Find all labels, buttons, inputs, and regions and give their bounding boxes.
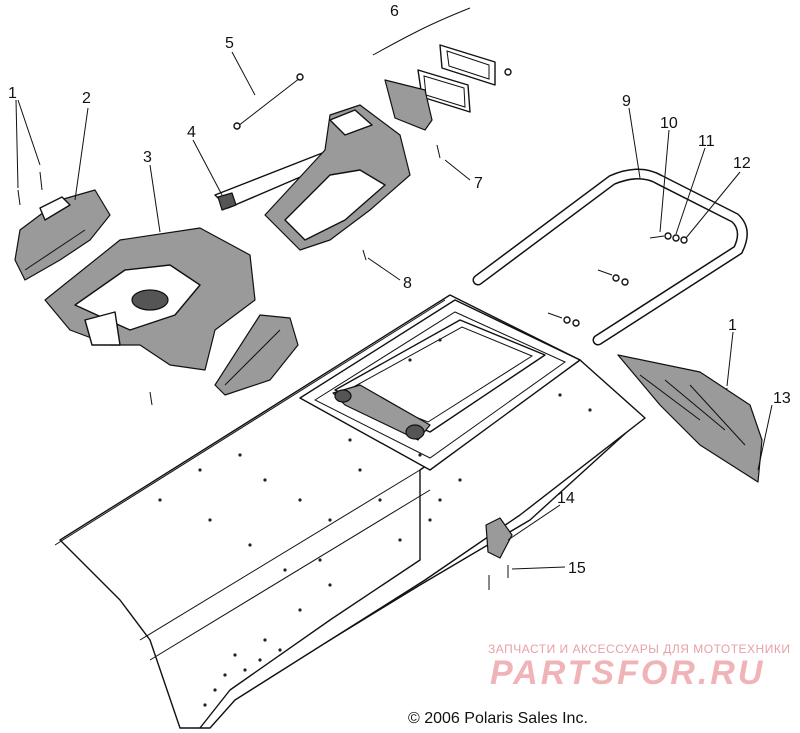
part-5-strut <box>233 73 304 130</box>
center-storage-body <box>264 104 411 251</box>
part-6-taillight-lens <box>384 44 512 131</box>
callout-9: 9 <box>622 93 631 110</box>
watermark-brand: PARTSFOR.RU <box>490 654 765 692</box>
part-3-rear-tub <box>44 227 256 371</box>
callout-1: 1 <box>8 85 17 102</box>
callout-6: 6 <box>390 3 399 20</box>
part-9-grab-bar <box>472 168 748 346</box>
callout-11: 11 <box>698 133 715 150</box>
callout-3: 3 <box>143 149 152 166</box>
part-14-bracket <box>485 517 513 559</box>
watermark-tagline: ЗАПЧАСТИ И АКСЕССУАРЫ ДЛЯ МОТОТЕХНИКИ <box>488 642 790 656</box>
callout-10: 10 <box>660 115 678 132</box>
callout-4: 4 <box>187 124 196 141</box>
callout-14: 14 <box>557 490 575 507</box>
tunnel-assembly <box>54 294 646 729</box>
callout-labels: 1 2 3 4 5 6 7 8 9 10 11 12 1 13 14 15 <box>8 3 791 577</box>
leader-lines <box>15 7 773 570</box>
rear-side-panel <box>214 314 299 396</box>
callout-5: 5 <box>225 35 234 52</box>
callout-13: 13 <box>773 390 791 407</box>
callout-12: 12 <box>733 155 751 172</box>
callout-1-flap: 1 <box>728 317 737 334</box>
callout-15: 15 <box>568 560 586 577</box>
watermark: ЗАПЧАСТИ И АКСЕССУАРЫ ДЛЯ МОТОТЕХНИКИ PA… <box>488 642 790 692</box>
part-2-side-panel <box>14 189 111 281</box>
callout-7: 7 <box>474 175 483 192</box>
callout-2: 2 <box>82 90 91 107</box>
copyright-notice: © 2006 Polaris Sales Inc. <box>408 710 588 727</box>
callout-8: 8 <box>403 275 412 292</box>
